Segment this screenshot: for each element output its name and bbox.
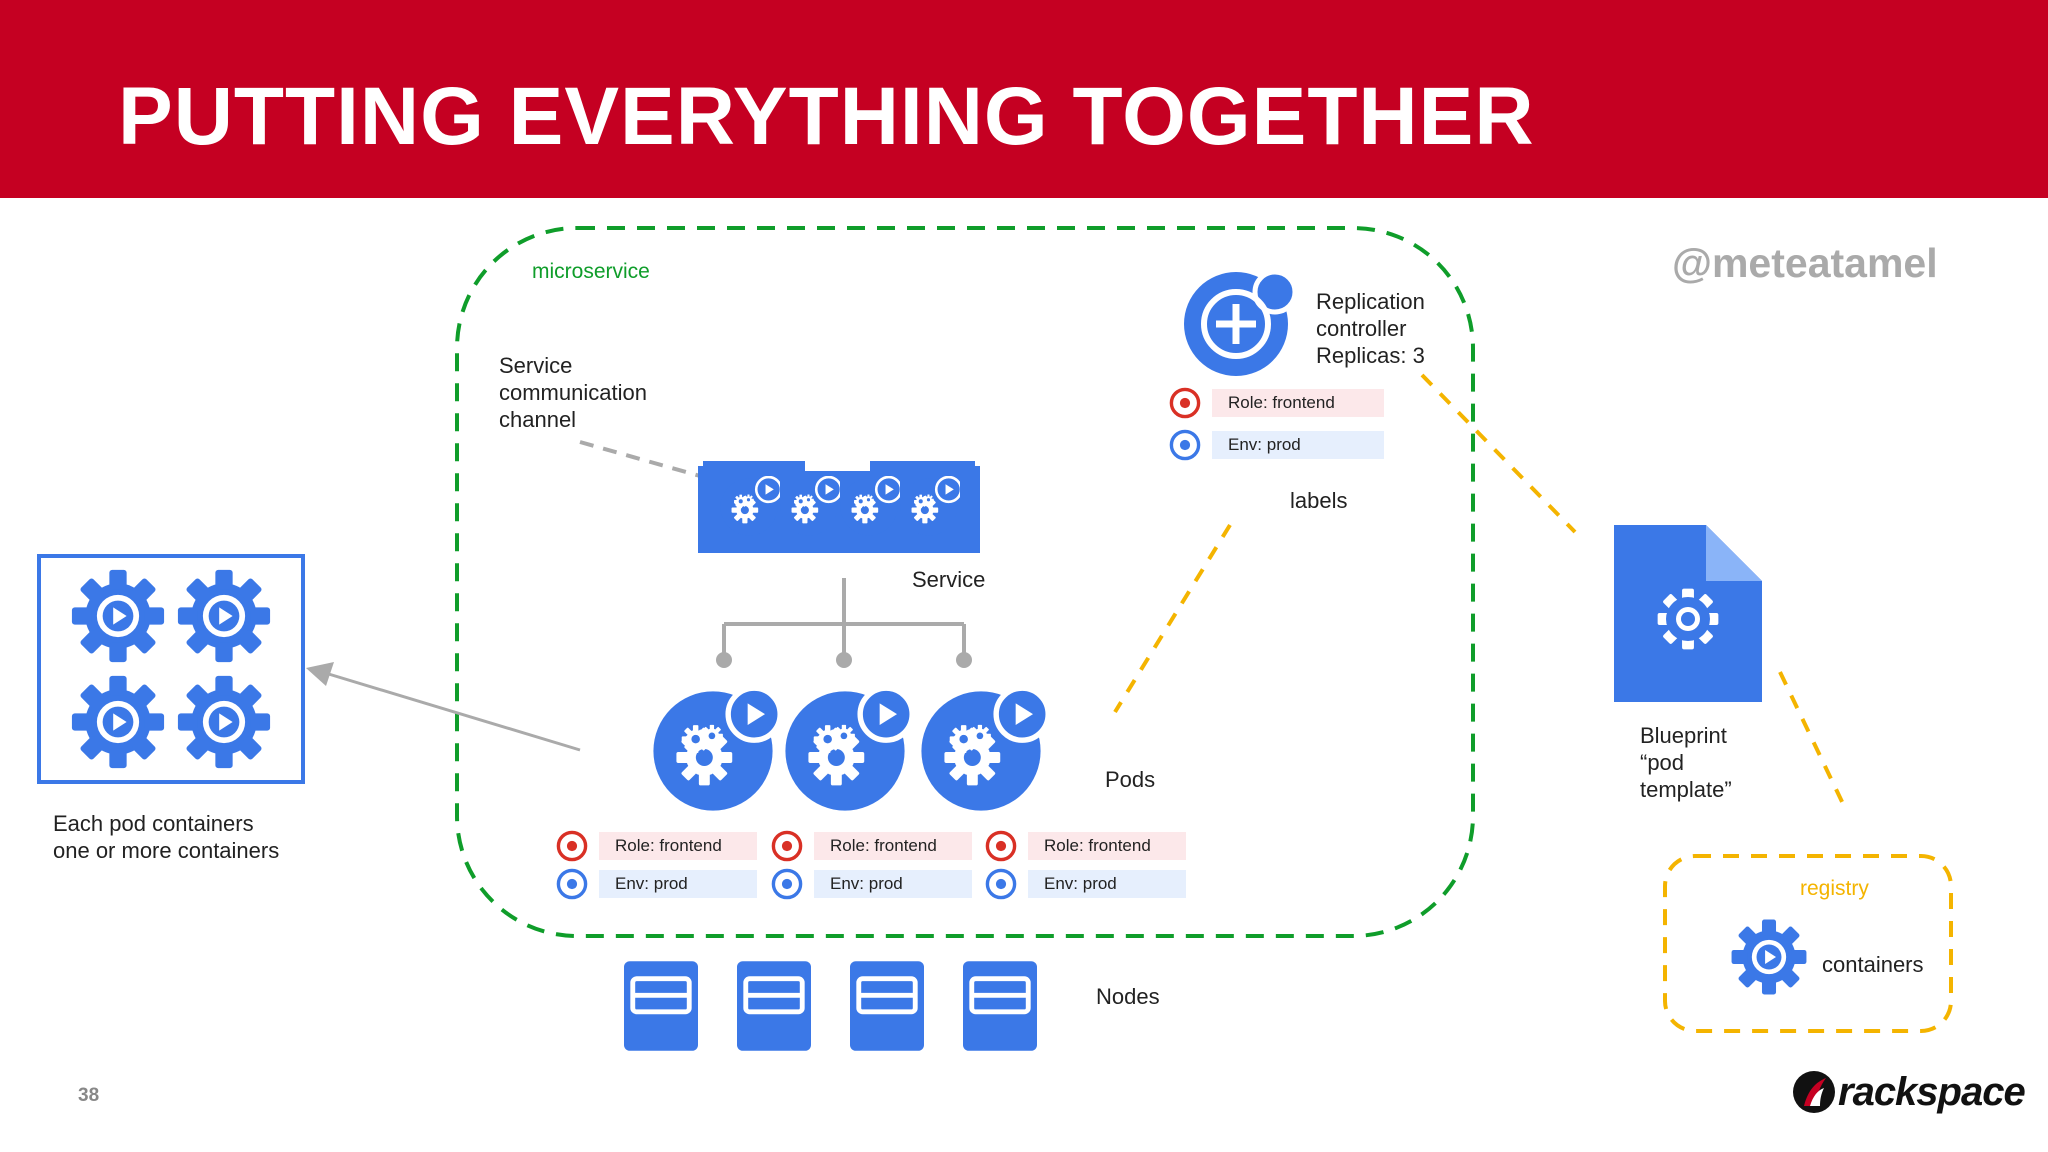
label-dot-icon xyxy=(771,830,803,862)
pod-detail-caption-line-2: one or more containers xyxy=(53,838,280,863)
label-dot-icon xyxy=(771,868,803,900)
service-box xyxy=(698,461,980,553)
blueprint-registry-connector xyxy=(1778,671,1847,809)
gear-play-icon xyxy=(177,675,271,769)
service-channel-connector xyxy=(579,440,701,478)
pod-icon-2 xyxy=(785,688,912,810)
node-server-icon xyxy=(737,961,811,1051)
pod-1-env-label: Env: prod xyxy=(599,870,757,898)
blueprint-label-line-1: Blueprint xyxy=(1640,723,1727,748)
pod-icon-1 xyxy=(653,688,780,810)
replication-controller-label-line-2: controller xyxy=(1316,316,1407,341)
twitter-handle: @meteatamel xyxy=(1672,240,1938,286)
microservice-label: microservice xyxy=(532,260,650,283)
node-server-icon xyxy=(963,961,1037,1051)
labels-caption: labels xyxy=(1290,488,1348,513)
registry-boundary xyxy=(1663,854,1953,1033)
blueprint-label-line-3: template” xyxy=(1640,777,1732,802)
gear-play-icon xyxy=(1731,919,1807,995)
pod-detail-box xyxy=(37,554,305,784)
slide-title: PUTTING EVERYTHING TOGETHER xyxy=(118,71,1535,162)
replication-controller-label-line-1: Replication xyxy=(1316,289,1425,314)
pod-2-env-label: Env: prod xyxy=(814,870,972,898)
label-dot-icon xyxy=(556,830,588,862)
gear-play-icon xyxy=(177,569,271,663)
rackspace-mark-icon xyxy=(1793,1071,1835,1113)
rc-role-label: Role: frontend xyxy=(1212,389,1384,417)
rc-blueprint-connector xyxy=(1420,373,1577,534)
replication-plus-icon xyxy=(1184,269,1298,376)
registry-label: registry xyxy=(1800,877,1869,900)
gear-play-icon xyxy=(71,675,165,769)
pod-detail-arrow xyxy=(321,670,581,752)
rackspace-logo: rackspace xyxy=(1790,1066,2026,1118)
label-dot-icon xyxy=(985,830,1017,862)
label-dot-icon xyxy=(1169,387,1201,419)
pods-label: Pods xyxy=(1105,767,1156,792)
service-channel-label-line-1: Service xyxy=(499,353,573,378)
title-banner xyxy=(0,0,2048,198)
node-server-icon xyxy=(624,961,698,1051)
replicas-label: Replicas: 3 xyxy=(1316,343,1425,368)
service-channel-label-line-2: communication xyxy=(499,380,647,405)
pod-detail-caption-line-1: Each pod containers xyxy=(53,811,254,836)
page-number: 38 xyxy=(78,1085,100,1106)
brand-name: rackspace xyxy=(1838,1069,2026,1114)
pod-2-role-label: Role: frontend xyxy=(814,832,972,860)
service-channel-label-line-3: channel xyxy=(499,407,577,432)
label-dot-icon xyxy=(556,868,588,900)
gear-play-icon xyxy=(71,569,165,663)
label-dot-icon xyxy=(1169,429,1201,461)
nodes-label: Nodes xyxy=(1096,984,1160,1009)
label-dot-icon xyxy=(985,868,1017,900)
node-server-icon xyxy=(850,961,924,1051)
pod-1-role-label: Role: frontend xyxy=(599,832,757,860)
pod-icon-3 xyxy=(921,688,1048,810)
containers-label: containers xyxy=(1822,952,1924,977)
pod-detail-arrowhead xyxy=(306,662,334,686)
pod-3-env-label: Env: prod xyxy=(1028,870,1186,898)
rc-env-label: Env: prod xyxy=(1212,431,1384,459)
pod-3-role-label: Role: frontend xyxy=(1028,832,1186,860)
labels-connector xyxy=(1113,523,1232,714)
blueprint-label-line-2: “pod xyxy=(1640,750,1685,775)
document-gear-icon xyxy=(1614,525,1762,702)
service-label: Service xyxy=(912,567,986,592)
